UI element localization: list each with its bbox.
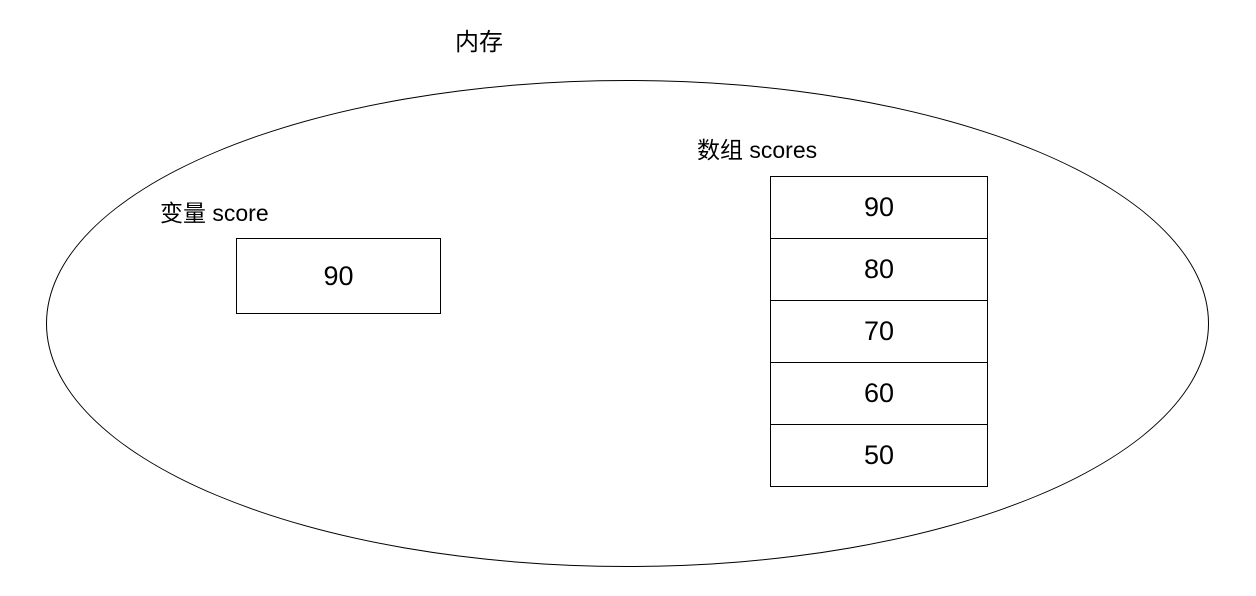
variable-value: 90 (323, 260, 354, 291)
variable-label: 变量 score (160, 200, 269, 226)
array-cell-3: 60 (771, 363, 987, 425)
array-cell-4: 50 (863, 440, 895, 470)
variable-box: 90 (236, 238, 441, 314)
array-cell-1: 80 (771, 239, 987, 301)
array-stack: 90 80 70 60 50 (770, 176, 988, 487)
diagram-title: 内存 (455, 29, 503, 56)
array-cell-0: 90 (771, 177, 987, 239)
array-cell-2: 70 (771, 301, 987, 363)
array-label: 数组 scores (697, 137, 818, 163)
memory-ellipse (46, 80, 1209, 567)
